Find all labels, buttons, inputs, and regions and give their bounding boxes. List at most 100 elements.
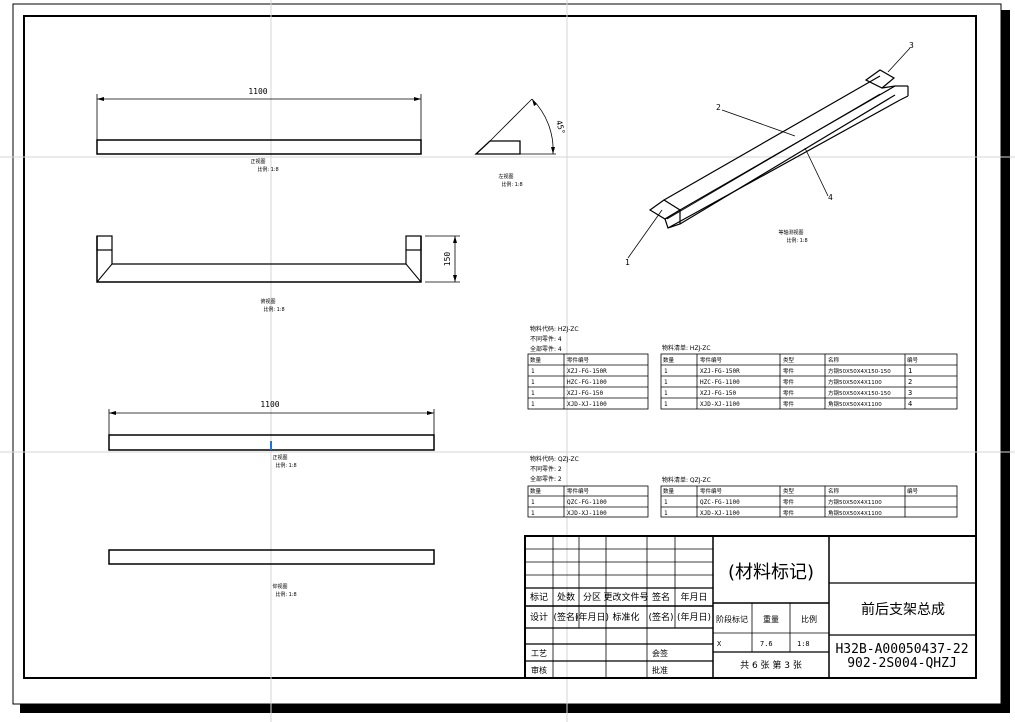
svg-text:角钢50X50X4X1100: 角钢50X50X4X1100: [828, 400, 882, 408]
svg-text:XZJ-FG-150: XZJ-FG-150: [700, 390, 737, 397]
svg-text:阶段标记: 阶段标记: [716, 614, 748, 624]
top-view: [96, 235, 460, 283]
svg-text:零件: 零件: [783, 378, 795, 386]
svg-text:1: 1: [908, 367, 912, 375]
svg-text:方钢50X50X4X1100: 方钢50X50X4X1100: [828, 498, 882, 506]
svg-text:1: 1: [664, 368, 668, 375]
svg-text:1: 1: [531, 390, 535, 397]
svg-text:工艺: 工艺: [531, 649, 547, 658]
svg-text:更改文件号: 更改文件号: [603, 591, 648, 603]
svg-text:重量: 重量: [763, 614, 779, 624]
svg-text:方钢50X50X4X150-150: 方钢50X50X4X150-150: [828, 389, 891, 397]
svg-text:分区: 分区: [583, 592, 601, 603]
svg-text:不同零件: 2: 不同零件: 2: [530, 465, 562, 473]
svg-text:类型: 类型: [783, 487, 795, 495]
svg-text:类型: 类型: [783, 356, 795, 364]
svg-text:1: 1: [664, 379, 668, 386]
svg-text:方钢50X50X4X1100: 方钢50X50X4X1100: [828, 378, 882, 386]
svg-text:全部零件: 4: 全部零件: 4: [530, 345, 562, 353]
side-view: 1100 正视图 比例: 1:8: [108, 400, 435, 469]
svg-text:1: 1: [531, 368, 535, 375]
svg-text:1: 1: [531, 499, 535, 506]
svg-text:XJD-XJ-1100: XJD-XJ-1100: [700, 401, 740, 408]
balloon-2: 2: [716, 103, 721, 112]
drawing-name: 前后支架总成: [861, 601, 945, 618]
svg-text:数量: 数量: [530, 487, 542, 495]
svg-text:1: 1: [531, 401, 535, 408]
svg-text:数量: 数量: [530, 356, 542, 364]
bom-table-2: 物料代码: QZJ-ZC 不同零件: 2 全部零件: 2 物料清单: QZJ-Z…: [527, 455, 958, 518]
svg-text:不同零件: 4: 不同零件: 4: [530, 335, 562, 343]
left-view: [474, 98, 556, 155]
top-view-scale: 比例: 1:8: [263, 306, 284, 313]
svg-text:(签名): (签名): [553, 611, 578, 623]
svg-text:物料清单: QZJ-ZC: 物料清单: QZJ-ZC: [662, 476, 711, 484]
svg-text:方钢50X50X4X150-150: 方钢50X50X4X150-150: [828, 367, 891, 375]
drawing-border: [23, 15, 977, 679]
svg-text:零件: 零件: [783, 400, 795, 408]
svg-text:物料代码: HZJ-ZC: 物料代码: HZJ-ZC: [530, 325, 579, 333]
svg-text:QZC-FG-1100: QZC-FG-1100: [567, 499, 607, 506]
side-view-name: 正视图: [272, 454, 287, 461]
svg-text:数量: 数量: [663, 356, 675, 364]
svg-text:零件: 零件: [783, 509, 795, 517]
svg-text:4: 4: [908, 400, 912, 408]
title-block-text: 标记 处数 分区 更改文件号 签名 年月日 设计 (签名) (年月日) 标准化 …: [530, 562, 969, 675]
svg-text:审核: 审核: [531, 665, 547, 675]
svg-text:名称: 名称: [828, 356, 840, 364]
svg-text:(年月日): (年月日): [677, 611, 711, 623]
svg-text:标记: 标记: [530, 591, 548, 603]
svg-text:零件编号: 零件编号: [567, 487, 590, 495]
svg-text:标准化: 标准化: [612, 611, 639, 623]
svg-text:XJD-XJ-1100: XJD-XJ-1100: [567, 401, 607, 408]
svg-text:全部零件: 2: 全部零件: 2: [530, 475, 562, 483]
balloon-4: 4: [828, 193, 833, 202]
svg-text:XJD-XJ-1100: XJD-XJ-1100: [700, 510, 740, 517]
svg-text:1: 1: [664, 510, 668, 517]
svg-text:XJD-XJ-1100: XJD-XJ-1100: [567, 510, 607, 517]
material-label: (材料标记): [728, 562, 814, 583]
sheet-count: 共 6 张 第 3 张: [740, 659, 802, 671]
svg-text:X: X: [717, 640, 722, 648]
svg-text:1: 1: [664, 401, 668, 408]
side-dim: 1100: [260, 400, 279, 409]
balloon-1: 1: [625, 258, 630, 267]
svg-text:1: 1: [531, 379, 535, 386]
title-block: [524, 535, 977, 679]
top-dim: 150: [443, 252, 452, 267]
left-angle: 45°: [554, 119, 566, 135]
svg-text:编号: 编号: [907, 487, 919, 495]
bom-table-1: 物料代码: HZJ-ZC 不同零件: 4 全部零件: 4 物料清单: HZJ-Z…: [527, 325, 958, 410]
svg-text:零件: 零件: [783, 389, 795, 397]
svg-text:HZC-FG-1100: HZC-FG-1100: [567, 379, 607, 386]
svg-text:XZJ-FG-150R: XZJ-FG-150R: [700, 368, 740, 375]
svg-text:1: 1: [664, 390, 668, 397]
svg-text:处数: 处数: [557, 591, 575, 603]
svg-text:设计: 设计: [530, 611, 548, 623]
svg-text:零件: 零件: [783, 498, 795, 506]
svg-text:批准: 批准: [652, 665, 668, 675]
side-view-scale: 比例: 1:8: [275, 462, 296, 469]
front-view-name: 正视图: [250, 158, 265, 165]
svg-text:1: 1: [664, 499, 668, 506]
left-view-scale: 比例: 1:8: [501, 181, 522, 188]
svg-text:(年月日): (年月日): [575, 611, 609, 623]
svg-text:零件编号: 零件编号: [567, 356, 590, 364]
svg-text:比例: 比例: [801, 614, 817, 624]
drawing-code-1: H32B-A00050437-22: [835, 642, 968, 657]
svg-text:零件: 零件: [783, 367, 795, 375]
svg-text:QZC-FG-1100: QZC-FG-1100: [700, 499, 740, 506]
iso-view-scale: 比例: 1:8: [786, 237, 807, 244]
svg-text:(签名): (签名): [648, 611, 673, 623]
svg-text:编号: 编号: [907, 356, 919, 364]
svg-text:零件编号: 零件编号: [700, 356, 723, 364]
bottom-view-name: 仰视图: [272, 583, 287, 590]
isometric-view: [648, 69, 909, 229]
balloon-leaders: [627, 47, 911, 259]
svg-text:会签: 会签: [652, 648, 668, 658]
front-dim: 1100: [248, 87, 267, 96]
svg-text:物料代码: QZJ-ZC: 物料代码: QZJ-ZC: [530, 455, 579, 463]
bottom-view-scale: 比例: 1:8: [275, 591, 296, 598]
iso-view-name: 等轴测视图: [778, 229, 803, 236]
